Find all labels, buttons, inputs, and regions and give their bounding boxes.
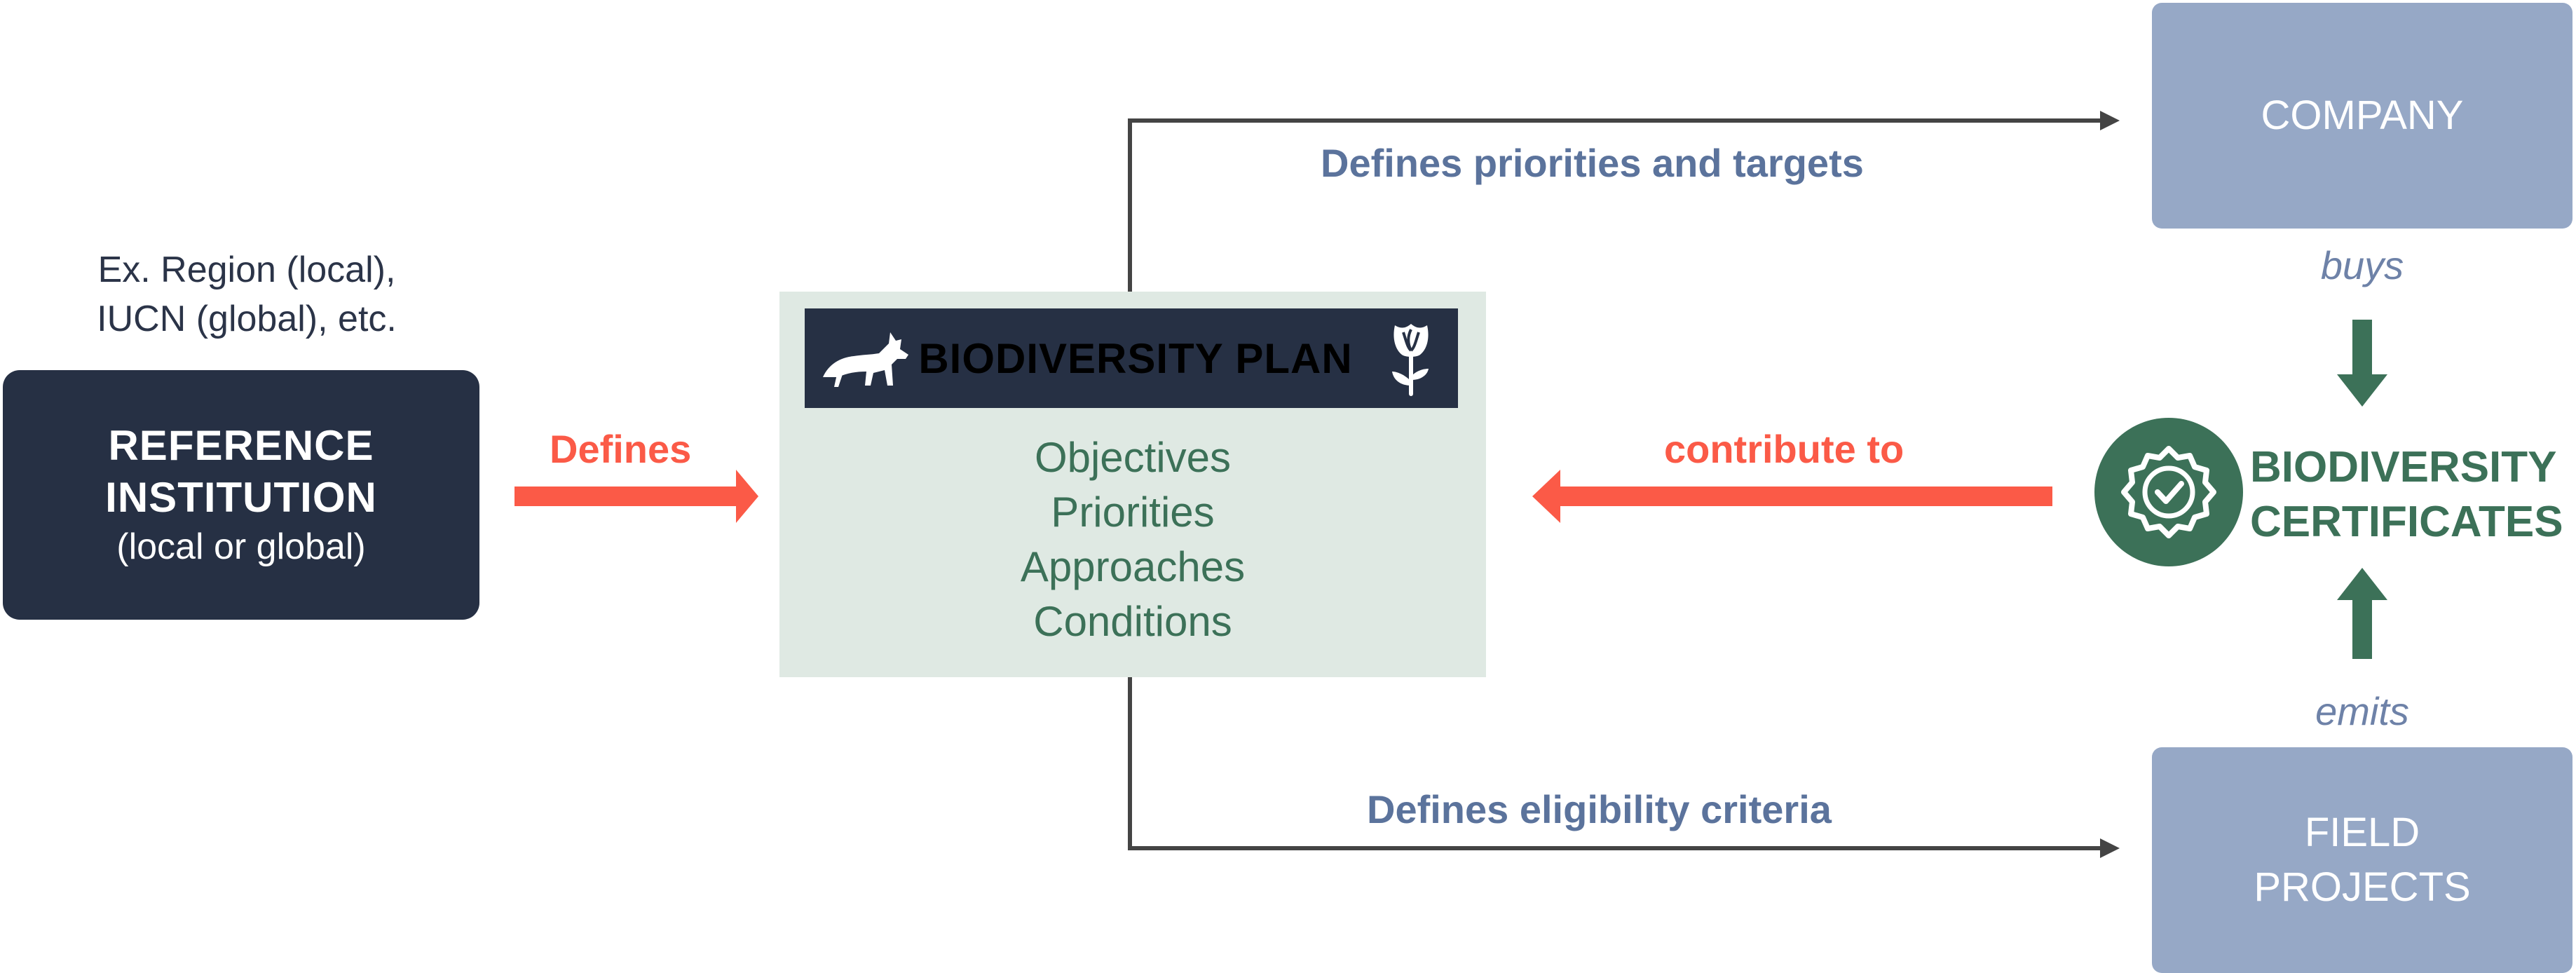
certificates-line2: CERTIFICATES xyxy=(2250,498,2563,546)
buys-label: buys xyxy=(2320,243,2404,287)
emits-label: emits xyxy=(2315,689,2409,733)
reference-subtitle: (local or global) xyxy=(116,526,366,567)
field-line1: FIELD xyxy=(2304,810,2420,855)
reference-title-line2: INSTITUTION xyxy=(105,474,377,521)
defines-label: Defines xyxy=(550,427,692,471)
flower-icon xyxy=(1392,324,1429,396)
fox-icon xyxy=(823,332,908,387)
plan-item-conditions: Conditions xyxy=(1033,598,1232,645)
field-projects-box: FIELD PROJECTS xyxy=(2152,747,2572,973)
biodiversity-plan-title: BIODIVERSITY PLAN xyxy=(918,334,1353,382)
reference-title-line1: REFERENCE xyxy=(108,422,374,469)
biodiversity-plan-header xyxy=(805,308,1458,408)
certificate-badge-icon xyxy=(2094,418,2243,566)
priorities-label: Defines priorities and targets xyxy=(1321,141,1864,185)
biodiversity-plan-items: Objectives Priorities Approaches Conditi… xyxy=(779,430,1486,649)
plan-item-approaches: Approaches xyxy=(1020,543,1246,590)
priorities-connector xyxy=(1128,111,2120,292)
reference-examples-note: Ex. Region (local), IUCN (global), etc. xyxy=(0,245,493,343)
defines-arrow xyxy=(514,470,758,523)
reference-note-line1: Ex. Region (local), xyxy=(97,250,396,290)
field-line2: PROJECTS xyxy=(2254,864,2471,910)
certificates-line1: BIODIVERSITY xyxy=(2250,443,2557,491)
company-label: COMPANY xyxy=(2261,93,2464,138)
biodiversity-certificates-label: BIODIVERSITY CERTIFICATES xyxy=(2250,440,2572,550)
emits-arrow xyxy=(2337,568,2387,659)
buys-arrow xyxy=(2337,320,2387,407)
plan-item-priorities: Priorities xyxy=(1051,489,1215,536)
contribute-arrow xyxy=(1532,470,2052,523)
plan-item-objectives: Objectives xyxy=(1034,434,1232,481)
contribute-label: contribute to xyxy=(1664,427,1904,471)
eligibility-label: Defines eligibility criteria xyxy=(1367,787,1832,831)
eligibility-connector xyxy=(1128,677,2120,858)
reference-note-line2: IUCN (global), etc. xyxy=(97,299,397,339)
reference-institution-box: REFERENCE INSTITUTION (local or global) xyxy=(3,370,479,620)
company-box: COMPANY xyxy=(2152,3,2572,229)
